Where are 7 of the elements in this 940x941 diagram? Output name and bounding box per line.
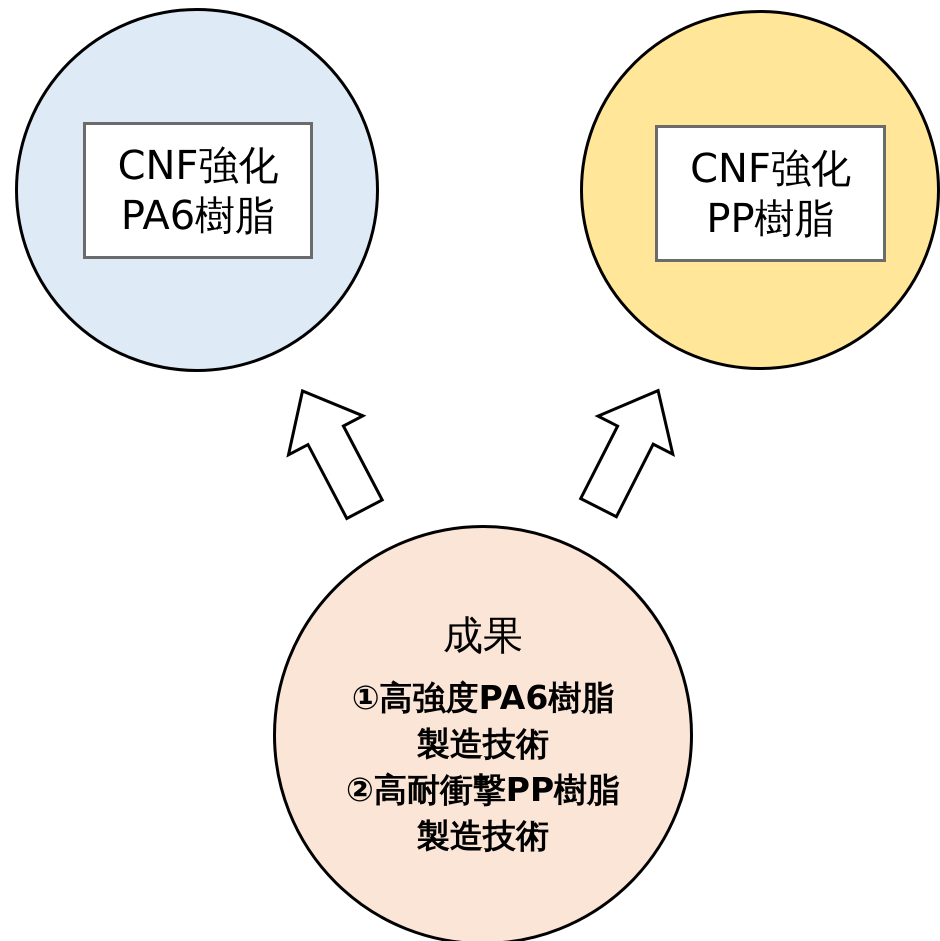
label-box: CNF強化PA6樹脂 bbox=[83, 122, 313, 259]
block-arrow bbox=[286, 388, 384, 521]
result-item: ②高耐衝撃PP樹脂製造技術 bbox=[344, 769, 622, 857]
block-arrow bbox=[578, 388, 675, 519]
label-box: CNF強化PP樹脂 bbox=[655, 125, 886, 262]
heading: 成果 bbox=[443, 612, 523, 661]
result-item: ①高強度PA6樹脂製造技術 bbox=[350, 677, 616, 765]
